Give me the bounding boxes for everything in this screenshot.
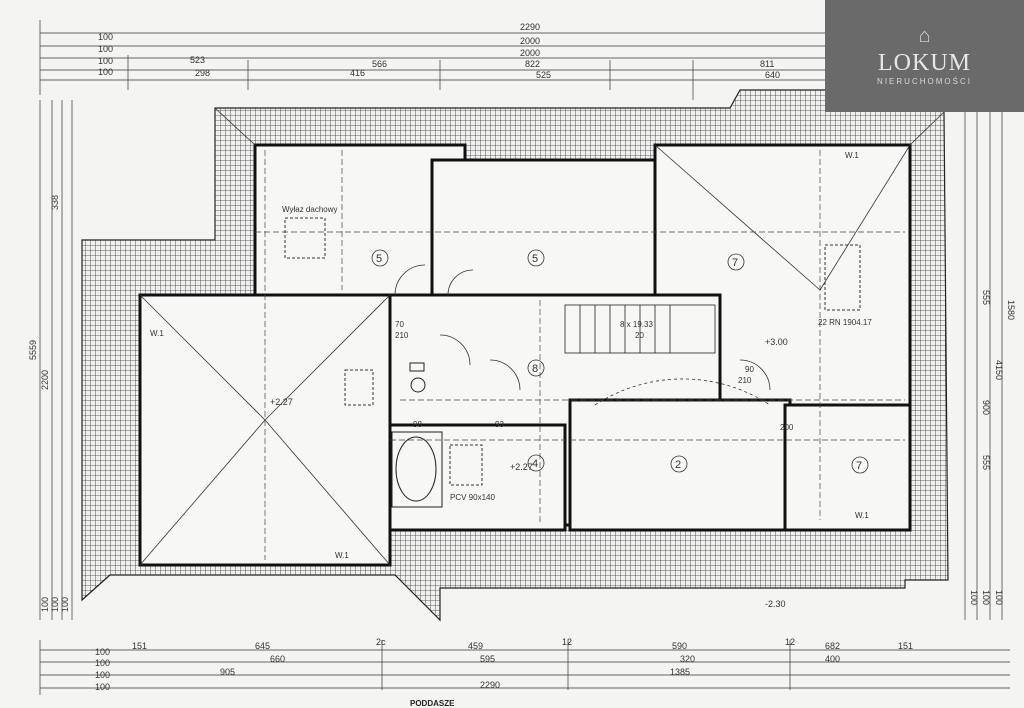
dim-bottom: 2c (376, 637, 386, 647)
dim-top-small-4: 100 (98, 67, 113, 77)
level-label: +2.27 (270, 397, 293, 407)
level-label: +3.00 (765, 337, 788, 347)
dim-bottom: 905 (220, 667, 235, 677)
dim-bottom: 590 (672, 641, 687, 651)
dim-bottom: 682 (825, 641, 840, 651)
dim-left: 100 (50, 597, 60, 612)
brand-watermark: ⌂ LOKUM NIERUCHOMOŚCI (825, 0, 1024, 112)
dim-bottom: 1385 (670, 667, 690, 677)
dim-top-r3-d: 811 (760, 59, 774, 69)
dim-top-small-3: 100 (98, 56, 113, 66)
dim-top-r4-c: 525 (536, 70, 551, 80)
room-number: 7 (732, 257, 738, 269)
room-number: 5 (376, 253, 382, 265)
dim-top-r1: 2000 (520, 36, 540, 46)
left-dimension-lines (39, 100, 73, 620)
dim-bottom-small: 100 (95, 658, 110, 668)
room-number: 2 (675, 459, 681, 471)
dim-bottom-small: 100 (95, 682, 110, 692)
dim-left: 100 (40, 597, 50, 612)
dim-right: 4150 (994, 360, 1004, 380)
stairs (564, 304, 716, 354)
right-dimension-lines (964, 100, 1003, 620)
dim-bottom: 12 (785, 637, 795, 647)
dim-right: 100 (969, 590, 979, 605)
interior (138, 143, 912, 567)
level-label: +2.27 (510, 462, 533, 472)
stairs-label-2: 20 (635, 331, 644, 340)
door-swings (394, 264, 771, 406)
dim-right: 100 (994, 590, 1004, 605)
dim-left: 5559 (28, 340, 38, 360)
room-number: 7 (856, 460, 862, 472)
dim-bottom: 660 (270, 654, 285, 664)
dim-top-small-2: 100 (98, 44, 113, 54)
dim-top-r4-a: 298 (195, 68, 210, 78)
house-logo-icon: ⌂ (918, 25, 931, 47)
room-numbers (371, 249, 869, 474)
window-label: W.1 (845, 151, 859, 160)
chimneys (284, 217, 861, 486)
window-size-label: PCV 90x140 (450, 493, 495, 502)
window-label: W.1 (335, 551, 349, 560)
dim-label: 93 (495, 420, 504, 429)
dim-left: 2200 (40, 370, 50, 390)
dim-label: 98 (413, 420, 422, 429)
stairs-label: 8 x 19.33 (620, 320, 653, 329)
dim-left: 338 (50, 195, 60, 210)
dim-right: 100 (981, 590, 991, 605)
dim-right: 555 (981, 290, 991, 305)
dim-right: 555 (981, 455, 991, 470)
dim-label: 70 (395, 320, 404, 329)
dim-top-r4-d: 640 (765, 70, 780, 80)
dim-bottom: 459 (468, 641, 483, 651)
bottom-dimension-lines (39, 640, 1010, 695)
window-code-label: 22 RN 1904.17 (818, 318, 872, 327)
window-label: W.1 (855, 511, 869, 520)
brand-subtitle: NIERUCHOMOŚCI (877, 77, 972, 86)
dim-bottom-overall: 2290 (480, 680, 500, 690)
dim-left: 100 (60, 597, 70, 612)
dim-right: 1580 (1006, 300, 1016, 320)
dim-top-r3-a: 523 (190, 55, 205, 65)
dim-bottom-small: 100 (95, 647, 110, 657)
dim-label: 210 (738, 376, 752, 385)
sanitary (391, 362, 443, 508)
dim-bottom: 595 (480, 654, 495, 664)
brand-name: LOKUM (878, 50, 971, 76)
dim-bottom: 151 (898, 641, 913, 651)
dim-label: 90 (745, 365, 754, 374)
dim-top-small-1: 100 (98, 32, 113, 42)
dim-bottom-small: 100 (95, 670, 110, 680)
level-label-bottom: -2.30 (765, 599, 786, 609)
room-number: 4 (532, 458, 538, 470)
floor-title: PODDASZE (410, 699, 455, 708)
roof-hatch-label: Wyłaz dachowy (282, 205, 338, 214)
window-label: W.1 (150, 329, 164, 338)
dim-bottom: 400 (825, 654, 840, 664)
room-number: 8 (532, 363, 538, 375)
dim-bottom: 645 (255, 641, 270, 651)
dim-overall-top: 2290 (520, 22, 540, 32)
dim-label: 210 (395, 331, 409, 340)
room-number: 5 (532, 253, 538, 265)
roof-lines (139, 107, 945, 566)
dim-bottom: 320 (680, 654, 695, 664)
dim-top-r2: 2000 (520, 48, 540, 58)
axis-lines (255, 150, 905, 560)
dim-top-r4-b: 416 (350, 68, 365, 78)
dim-right: 900 (981, 400, 991, 415)
dim-label: 200 (780, 423, 794, 432)
dim-bottom: 12 (562, 637, 572, 647)
dim-bottom: 151 (132, 641, 147, 651)
dim-top-r3-b: 566 (372, 59, 387, 69)
dim-top-r3-c: 822 (525, 59, 540, 69)
